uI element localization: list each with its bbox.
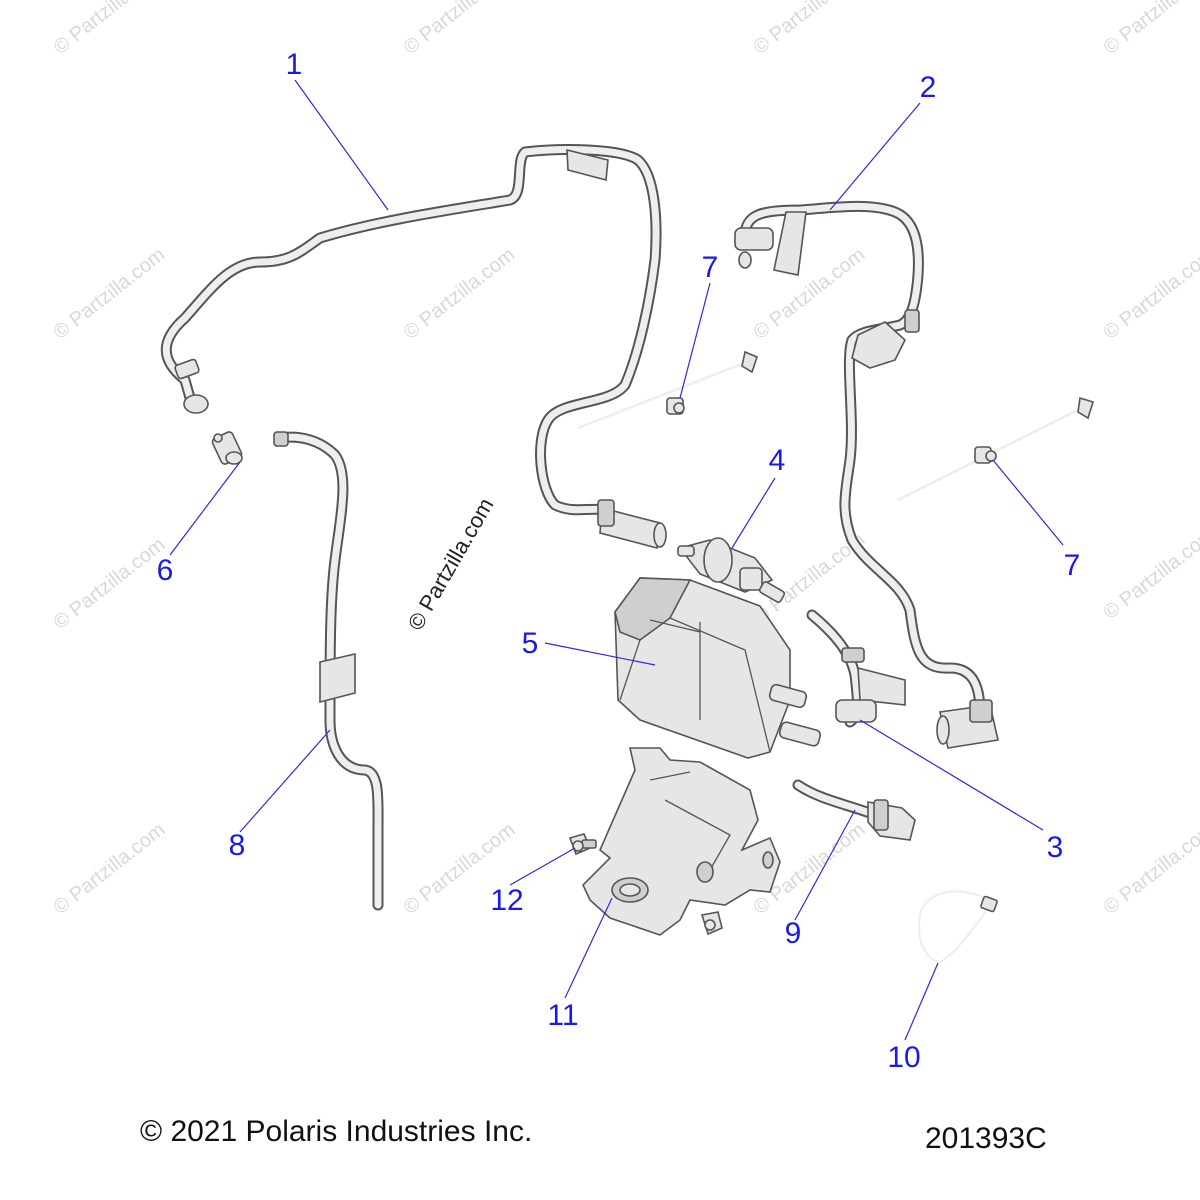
leader-9 (794, 809, 856, 921)
part-8-hose (273, 431, 384, 911)
callout-11: 11 (547, 999, 578, 1032)
leader-12 (509, 847, 576, 886)
leader-5 (544, 642, 656, 666)
part-10-clamp (918, 890, 998, 964)
callout-12: 12 (490, 884, 523, 917)
part-1-vent-hose (160, 144, 667, 550)
diagram-number: 201393C (925, 1122, 1047, 1155)
callout-6: 6 (157, 554, 174, 587)
callout-8: 8 (229, 829, 246, 862)
leader-8 (239, 729, 331, 833)
leader-1 (294, 79, 389, 211)
part-9-hose (792, 779, 916, 841)
watermark-text: © Partzilla.com (750, 0, 870, 59)
part-11-bracket (582, 747, 781, 936)
watermark-text: © Partzilla.com (400, 244, 520, 344)
leader-10 (904, 962, 939, 1041)
part-6-fitting (211, 431, 243, 465)
callout-7a: 7 (702, 251, 719, 284)
callout-4: 4 (769, 444, 786, 477)
copyright-text: © 2021 Polaris Industries Inc. (140, 1115, 533, 1148)
callout-9: 9 (785, 917, 802, 950)
callout-2: 2 (920, 71, 937, 104)
callout-10: 10 (887, 1041, 920, 1074)
watermark-text: © Partzilla.com (1100, 524, 1200, 624)
part-7-cable-tie (577, 350, 758, 430)
watermark-text: © Partzilla.com (400, 0, 520, 59)
watermark-text: © Partzilla.com (50, 0, 170, 59)
watermark-text: © Partzilla.com (1100, 244, 1200, 344)
callout-5: 5 (522, 627, 539, 660)
part-12-bolt (568, 833, 597, 856)
leader-6 (169, 461, 241, 556)
watermark-text: © Partzilla.com (50, 819, 170, 919)
callouts: 1 2 3 4 5 6 7 7 8 9 10 11 12 (157, 48, 1081, 1074)
leader-7a (679, 282, 711, 399)
watermark-text: © Partzilla.com (50, 244, 170, 344)
watermark-text: © Partzilla.com (750, 244, 870, 344)
leader-4 (731, 477, 776, 549)
leader-11 (564, 897, 613, 999)
leader-7b (992, 459, 1064, 546)
leader-2 (829, 102, 921, 211)
watermark-text: © Partzilla.com (50, 534, 170, 634)
callout-3: 3 (1047, 831, 1064, 864)
part-7-cable-tie (897, 396, 1095, 502)
leader-lines (169, 79, 1064, 1041)
leader-3 (859, 719, 1044, 831)
part-3-elbow-hose (806, 609, 906, 728)
part-5-canister (614, 577, 822, 759)
callout-7b: 7 (1064, 549, 1081, 582)
part-2-vent-hose (734, 200, 999, 749)
callout-1: 1 (286, 48, 303, 81)
part-4-filter (677, 537, 786, 603)
watermark-text: © Partzilla.com (1100, 819, 1200, 919)
watermark-text: © Partzilla.com (1100, 0, 1200, 59)
main-watermark: © Partzilla.com (403, 494, 499, 635)
